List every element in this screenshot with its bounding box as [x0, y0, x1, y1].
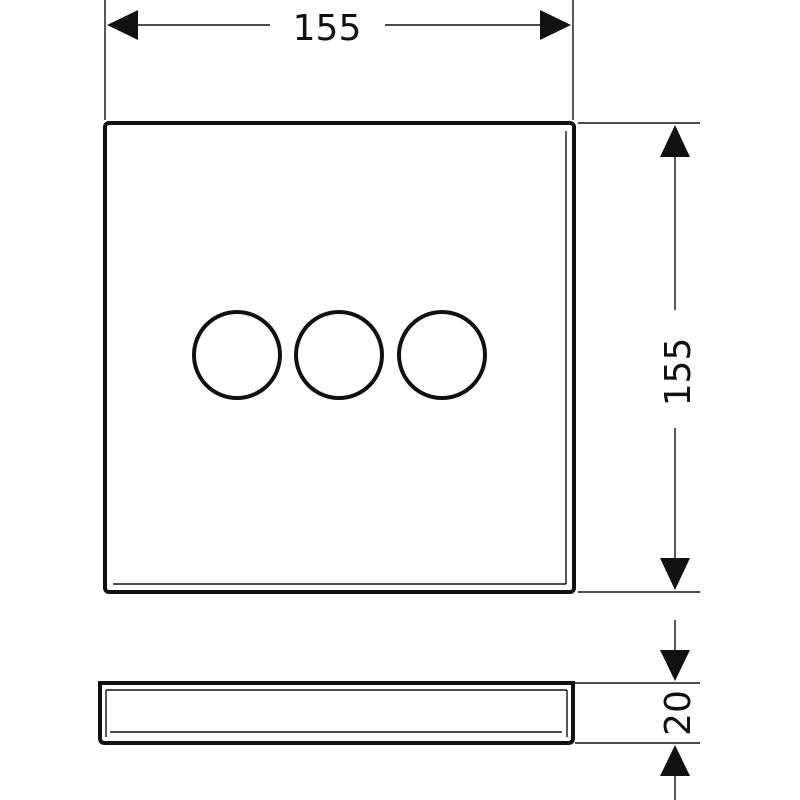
- depth-dimension: 20: [575, 620, 700, 800]
- side-profile-outline: [98, 681, 575, 745]
- button-3: [397, 310, 487, 400]
- depth-arrow-bottom: [660, 745, 690, 776]
- depth-arrow-top: [660, 650, 690, 681]
- button-2: [294, 310, 384, 400]
- height-dimension: 155: [578, 122, 700, 593]
- height-arrow-bottom: [660, 558, 690, 590]
- width-dimension: 155: [104, 0, 574, 120]
- plate-outline: [103, 121, 576, 594]
- width-arrow-right: [540, 10, 571, 40]
- depth-dimension-label: 20: [658, 690, 699, 736]
- width-dimension-label: 155: [293, 8, 362, 49]
- button-1: [192, 310, 282, 400]
- height-arrow-top: [660, 125, 690, 157]
- width-arrow-left: [107, 10, 138, 40]
- front-view: [103, 121, 576, 594]
- side-view: [98, 681, 575, 745]
- height-dimension-label: 155: [658, 338, 699, 407]
